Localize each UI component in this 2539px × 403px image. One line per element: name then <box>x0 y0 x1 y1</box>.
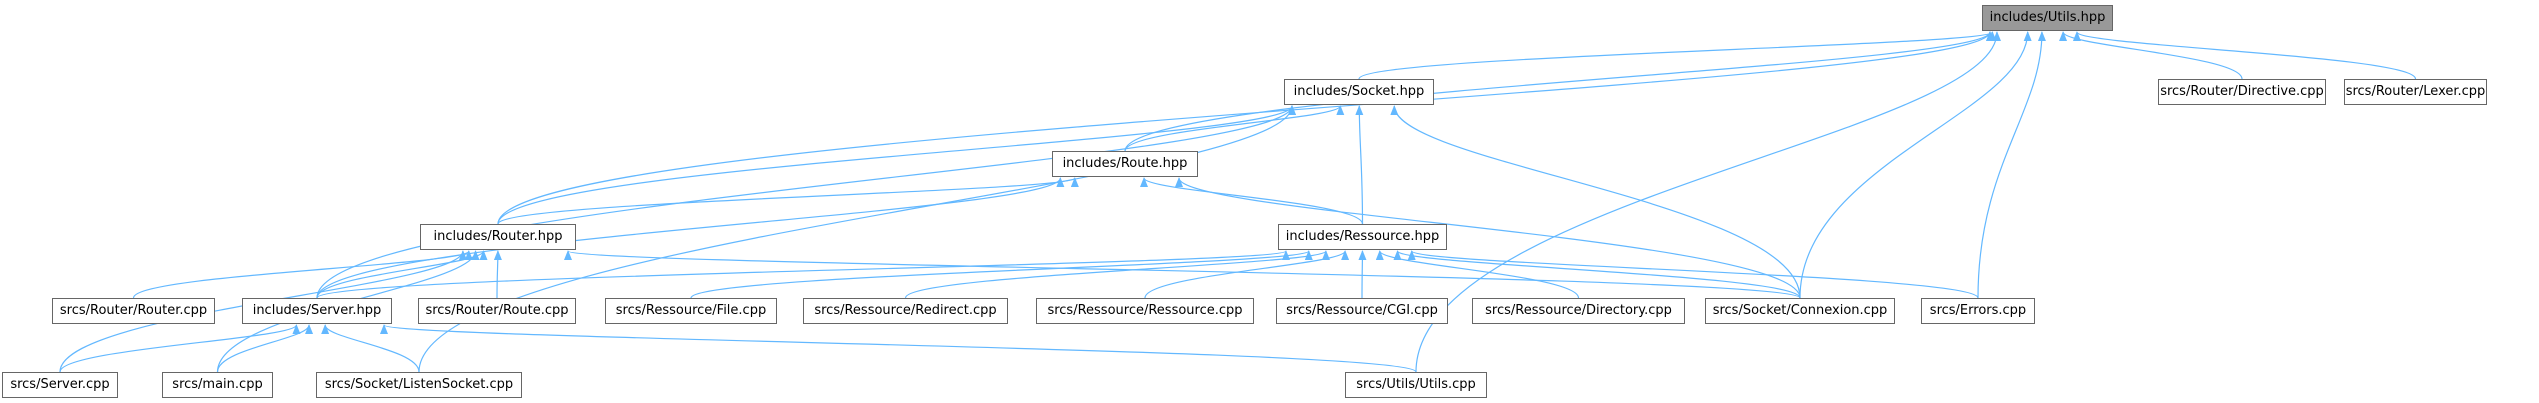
edge-main-cpp-to-server-hpp <box>216 324 313 373</box>
node-redirect-cpp[interactable]: srcs/Ressource/Redirect.cpp <box>803 298 1008 324</box>
edge-errors-cpp-to-ressource-hpp <box>1408 250 1979 299</box>
node-file-cpp[interactable]: srcs/Ressource/File.cpp <box>605 298 777 324</box>
edge-ressource-hpp-to-route-hpp <box>1140 177 1364 225</box>
node-directory-cpp[interactable]: srcs/Ressource/Directory.cpp <box>1472 298 1685 324</box>
edge-route-cpp-to-router-hpp <box>493 250 502 299</box>
edge-ressource-hpp-to-socket-hpp <box>1355 105 1364 225</box>
edge-ressource-cpp-to-ressource-hpp <box>1144 250 1349 299</box>
dependency-edges <box>59 31 2417 373</box>
edge-utils-cpp-to-server-hpp <box>380 324 1417 373</box>
edge-directive-cpp-to-utils-hpp <box>2059 31 2243 80</box>
edge-router-hpp-to-socket-hpp <box>497 105 1296 225</box>
edge-route-hpp-to-utils-hpp <box>1124 31 1994 152</box>
node-utils-hpp: includes/Utils.hpp <box>1982 5 2113 31</box>
edge-router-hpp-to-route-hpp <box>497 177 1079 225</box>
edge-lexer-cpp-to-utils-hpp <box>2073 31 2417 80</box>
node-router-cpp[interactable]: srcs/Router/Router.cpp <box>52 298 215 324</box>
node-directive-cpp[interactable]: srcs/Router/Directive.cpp <box>2158 79 2326 105</box>
node-server-hpp[interactable]: includes/Server.hpp <box>242 298 392 324</box>
node-utils-cpp[interactable]: srcs/Utils/Utils.cpp <box>1345 372 1487 398</box>
node-route-cpp[interactable]: srcs/Router/Route.cpp <box>418 298 576 324</box>
node-listensocket-cpp[interactable]: srcs/Socket/ListenSocket.cpp <box>316 372 522 398</box>
node-lexer-cpp[interactable]: srcs/Router/Lexer.cpp <box>2344 79 2487 105</box>
edge-server-cpp-to-server-hpp <box>59 324 301 373</box>
edge-server-hpp-to-route-hpp <box>316 177 1065 299</box>
edge-connexion-cpp-to-router-hpp <box>564 250 1801 299</box>
edge-server-hpp-to-ressource-hpp <box>316 250 1290 299</box>
edge-socket-hpp-to-utils-hpp <box>1358 31 1997 80</box>
node-router-hpp[interactable]: includes/Router.hpp <box>420 224 576 250</box>
node-cgi-cpp[interactable]: srcs/Ressource/CGI.cpp <box>1276 298 1448 324</box>
node-route-hpp[interactable]: includes/Route.hpp <box>1052 151 1198 177</box>
edge-utils-cpp-to-utils-hpp <box>1415 31 2001 373</box>
node-socket-hpp[interactable]: includes/Socket.hpp <box>1284 79 1434 105</box>
edge-redirect-cpp-to-ressource-hpp <box>904 250 1330 299</box>
edge-router-hpp-to-utils-hpp <box>497 31 1994 225</box>
edge-directory-cpp-to-ressource-hpp <box>1375 250 1580 299</box>
node-ressource-cpp[interactable]: srcs/Ressource/Ressource.cpp <box>1036 298 1254 324</box>
edge-file-cpp-to-ressource-hpp <box>690 250 1313 299</box>
node-ressource-hpp[interactable]: includes/Ressource.hpp <box>1278 224 1447 250</box>
edge-connexion-cpp-to-utils-hpp <box>1799 31 2032 299</box>
node-main-cpp[interactable]: srcs/main.cpp <box>162 372 273 398</box>
node-errors-cpp[interactable]: srcs/Errors.cpp <box>1921 298 2035 324</box>
edge-connexion-cpp-to-ressource-hpp <box>1393 250 1801 299</box>
edge-router-cpp-to-router-hpp <box>132 250 473 299</box>
node-server-cpp[interactable]: srcs/Server.cpp <box>2 372 118 398</box>
edge-route-hpp-to-socket-hpp <box>1124 105 1345 152</box>
edge-listensocket-cpp-to-server-hpp <box>321 324 420 373</box>
node-connexion-cpp[interactable]: srcs/Socket/Connexion.cpp <box>1705 298 1895 324</box>
edge-connexion-cpp-to-socket-hpp <box>1390 105 1801 299</box>
edge-server-hpp-to-socket-hpp <box>316 105 1296 299</box>
edge-errors-cpp-to-utils-hpp <box>1977 31 2046 299</box>
